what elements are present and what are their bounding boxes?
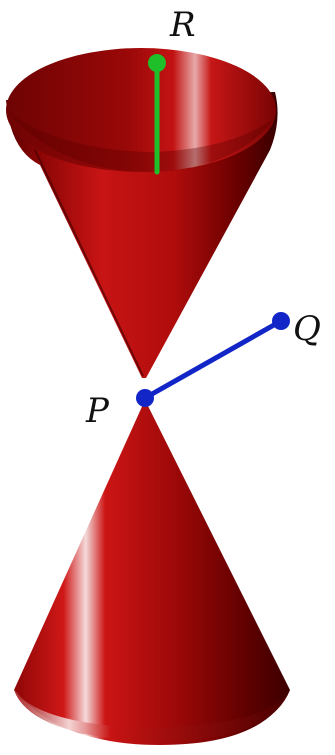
- upper-cone-opening: [6, 48, 276, 172]
- point-Q-dot: [272, 312, 290, 330]
- lower-cone-surface: [14, 400, 290, 745]
- point-P-label: P: [85, 391, 110, 431]
- point-Q-label: Q: [293, 309, 321, 349]
- point-R-label: R: [169, 5, 196, 45]
- lower-cone-base-rim: [14, 690, 290, 742]
- point-R-dot: [148, 54, 166, 72]
- segment-PQ-line: [142, 318, 284, 401]
- point-P-dot: [136, 389, 154, 407]
- lower-nappe: [14, 400, 290, 745]
- segment-PQ: [142, 318, 284, 401]
- upper-cone-crease: [34, 149, 144, 377]
- upper-nappe: [6, 48, 278, 378]
- upper-cone-inner-shadow: [8, 112, 275, 172]
